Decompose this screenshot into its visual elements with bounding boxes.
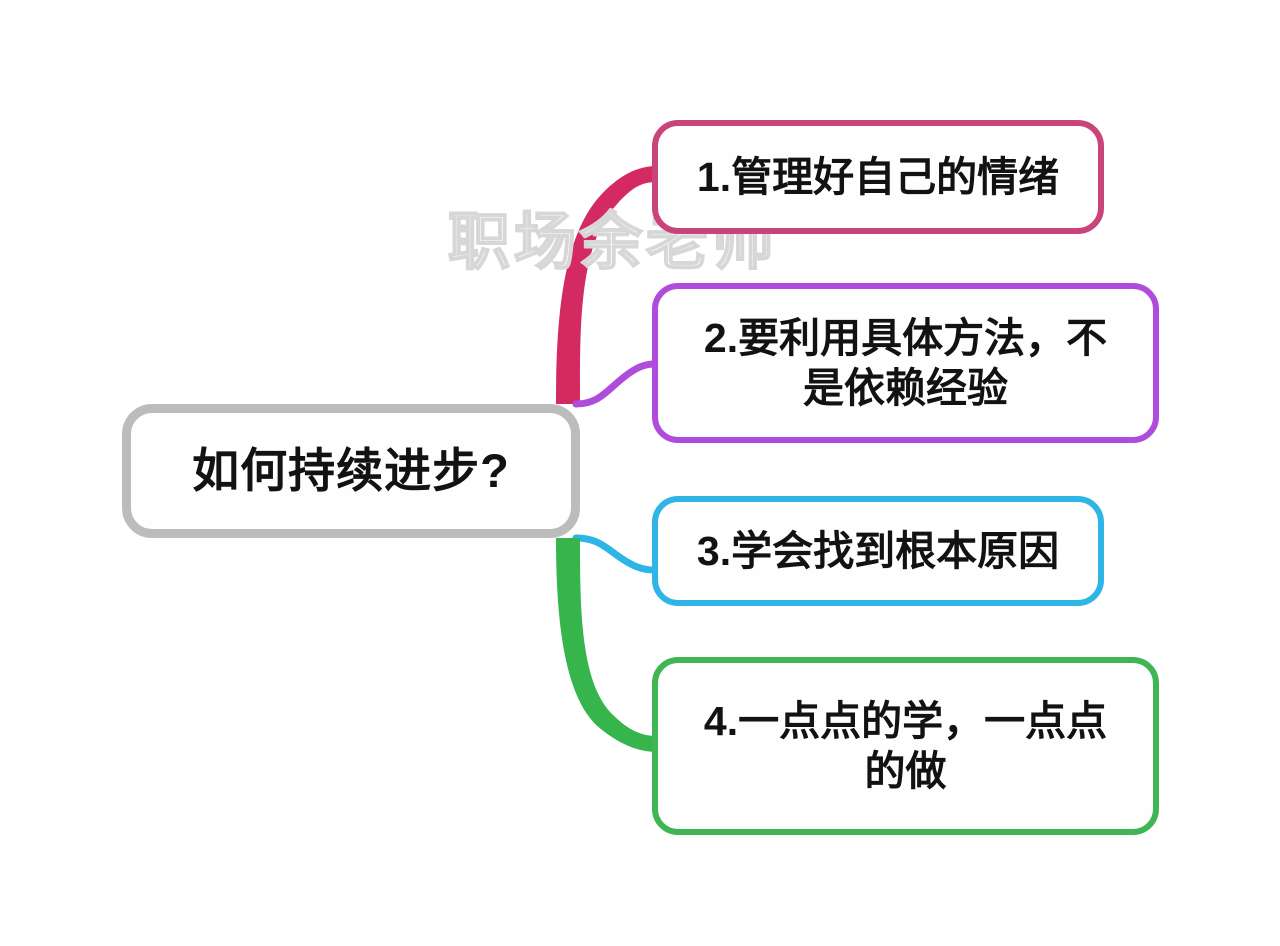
branch-node-3-label: 3.学会找到根本原因 [696, 527, 1060, 574]
branch-node-2-label: 2.要利用具体方法，不 是依赖经验 [703, 314, 1108, 411]
branch-node-2[interactable]: 2.要利用具体方法，不 是依赖经验 [652, 283, 1159, 443]
branch-node-1[interactable]: 1.管理好自己的情绪 [652, 120, 1104, 234]
branch-node-1-label: 1.管理好自己的情绪 [696, 153, 1060, 200]
connector-cyan [572, 534, 658, 574]
connector-purple [572, 360, 658, 408]
connector-green [556, 538, 654, 752]
branch-node-4-label: 4.一点点的学，一点点 的做 [703, 697, 1108, 794]
root-node-label: 如何持续进步? [192, 443, 510, 497]
branch-node-3[interactable]: 3.学会找到根本原因 [652, 496, 1104, 606]
root-node[interactable]: 如何持续进步? [122, 404, 580, 538]
branch-node-4[interactable]: 4.一点点的学，一点点 的做 [652, 657, 1159, 835]
connector-pink [556, 166, 654, 404]
